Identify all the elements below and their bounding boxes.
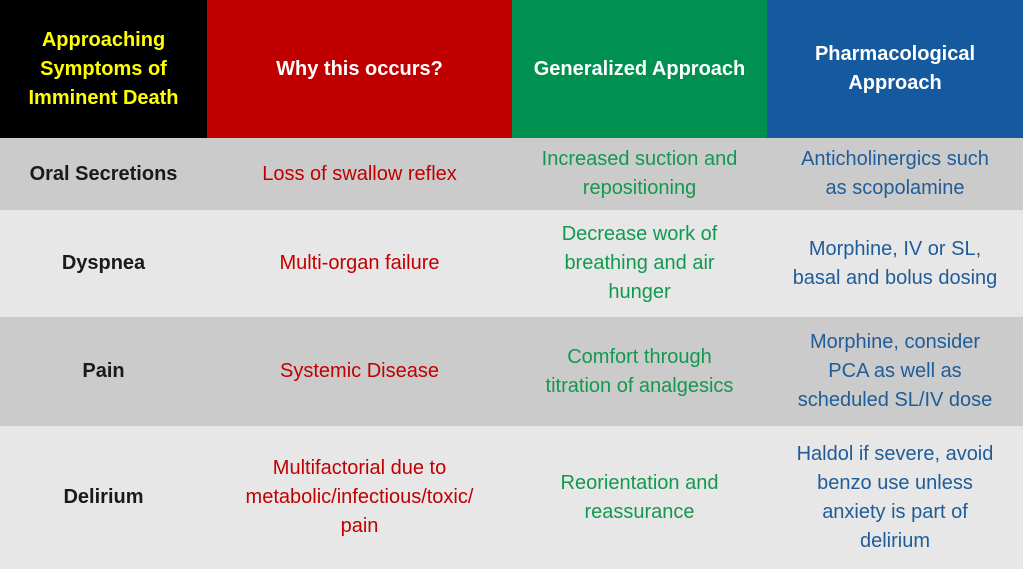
header-cell-pharmacological: Pharmacological Approach — [767, 0, 1023, 138]
table-header-row: Approaching Symptoms of Imminent Death W… — [0, 0, 1023, 138]
table-row-pain: Pain Systemic Disease Comfort through ti… — [0, 317, 1023, 426]
cell-symptom: Pain — [82, 360, 125, 382]
cell-pharmacological: Haldol if severe, avoid benzo use unless… — [796, 442, 994, 552]
cell-why: Multi-organ failure — [279, 252, 440, 274]
table-row-delirium: Delirium Multifactorial due to metabolic… — [0, 426, 1023, 569]
cell-generalized: Reorientation and reassurance — [560, 471, 719, 523]
cell-why: Systemic Disease — [280, 360, 439, 382]
header-cell-symptoms: Approaching Symptoms of Imminent Death — [0, 0, 207, 138]
cell-pharmacological: Morphine, IV or SL, basal and bolus dosi… — [792, 237, 998, 289]
cell-pharmacological: Anticholinergics such as scopolamine — [801, 148, 989, 199]
header-cell-why: Why this occurs? — [207, 0, 512, 138]
table-row-oral-secretions: Oral Secretions Loss of swallow reflex I… — [0, 138, 1023, 210]
cell-generalized: Comfort through titration of analgesics — [545, 345, 734, 397]
cell-why: Loss of swallow reflex — [262, 162, 457, 185]
cell-symptom: Oral Secretions — [29, 162, 178, 185]
header-cell-generalized: Generalized Approach — [512, 0, 767, 138]
cell-pharmacological: Morphine, consider PCA as well as schedu… — [797, 331, 993, 411]
cell-generalized: Increased suction and repositioning — [541, 148, 738, 199]
cell-generalized: Decrease work of breathing and air hunge… — [561, 223, 718, 303]
cell-symptom: Dyspnea — [61, 252, 146, 274]
table-row-dyspnea: Dyspnea Multi-organ failure Decrease wor… — [0, 210, 1023, 317]
cell-symptom: Delirium — [63, 486, 144, 508]
cell-why: Multifactorial due to metabolic/infectio… — [245, 457, 474, 537]
